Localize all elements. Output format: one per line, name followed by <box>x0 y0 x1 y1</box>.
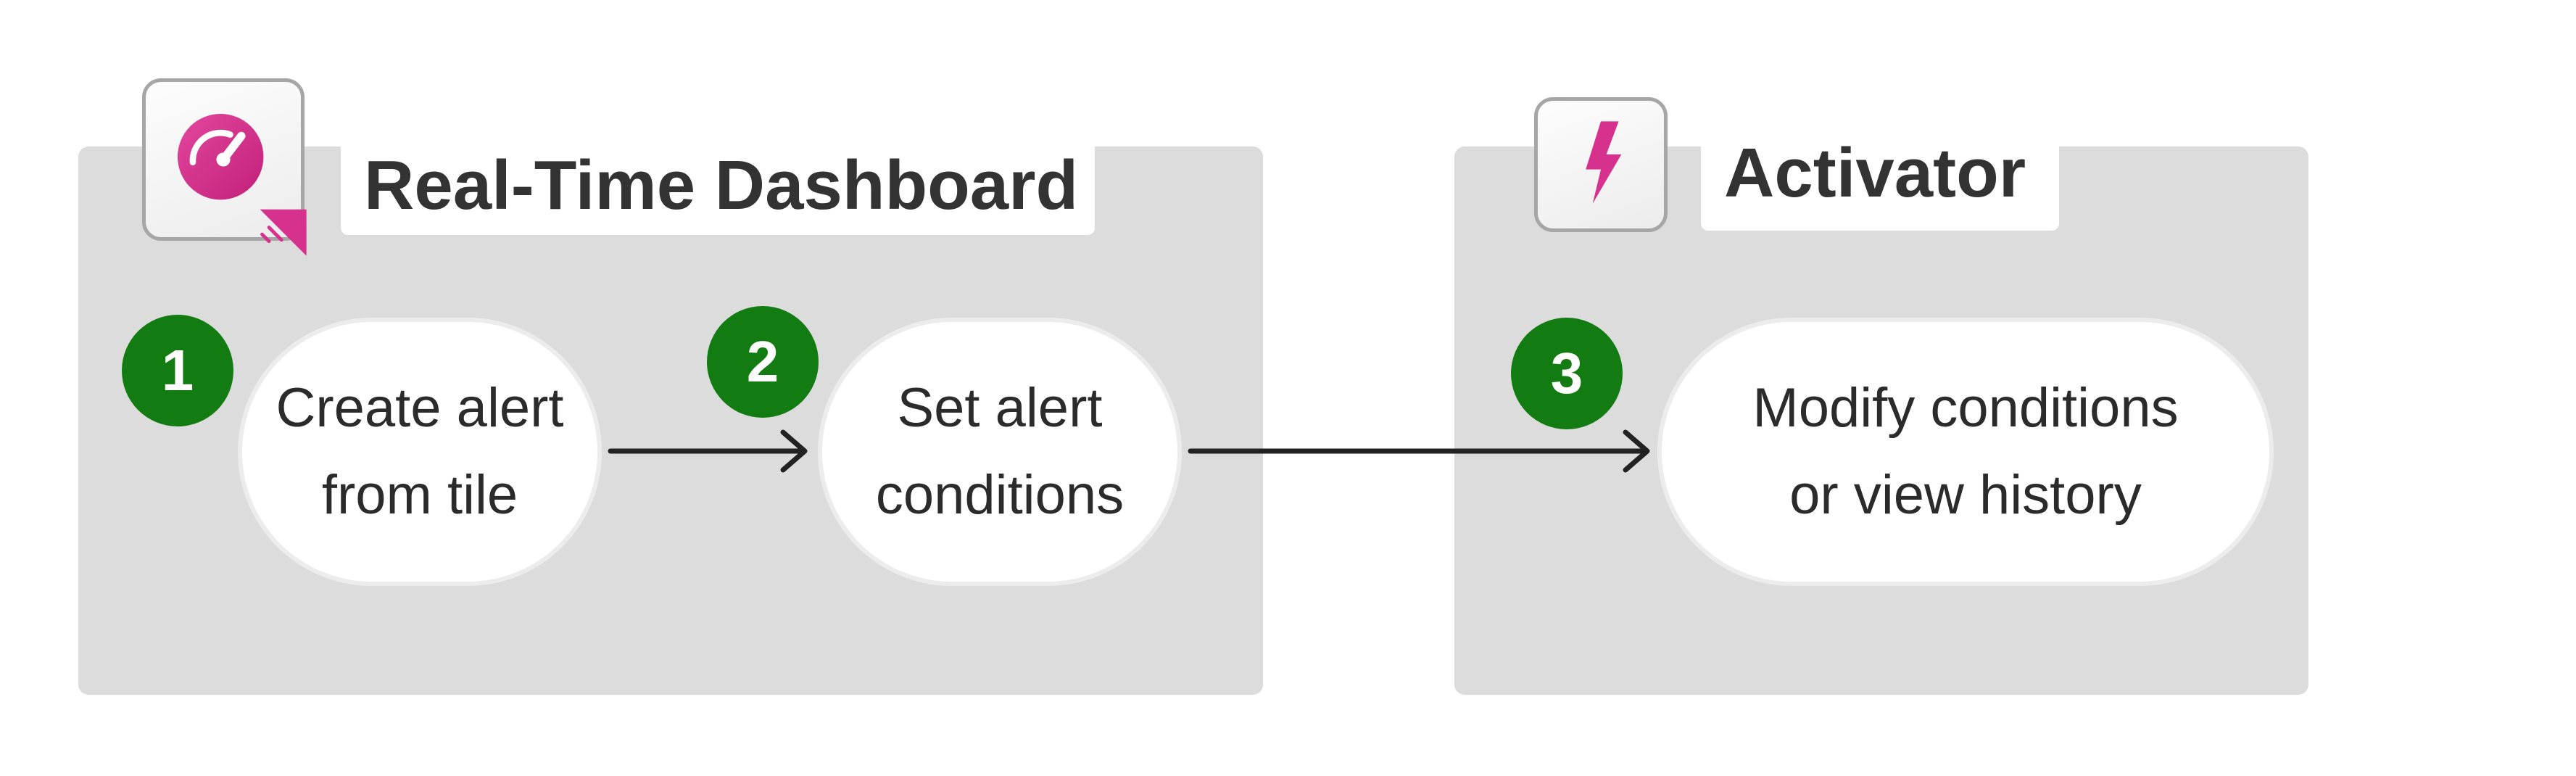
activator-title: Activator <box>1701 116 2059 231</box>
step-1-line-1: Create alert <box>276 377 564 439</box>
real-time-dashboard-title: Real-Time Dashboard <box>341 136 1095 235</box>
step-set-conditions: Set alert conditions <box>818 318 1182 586</box>
step-3-line-2: or view history <box>1789 464 2142 526</box>
step-2-line-2: conditions <box>875 464 1125 526</box>
step-2-line-1: Set alert <box>897 377 1103 439</box>
step-1-badge: 1 <box>122 315 233 426</box>
step-3-badge: 3 <box>1511 318 1623 429</box>
step-modify-conditions: Modify conditions or view history <box>1657 318 2274 586</box>
step-1-line-2: from tile <box>321 464 518 526</box>
gauge-dashboard-icon <box>142 78 307 256</box>
step-3-line-1: Modify conditions <box>1752 377 2179 439</box>
step-2-badge: 2 <box>707 306 819 418</box>
lightning-bolt-icon <box>1534 97 1668 232</box>
step-create-alert: Create alert from tile <box>238 318 602 586</box>
arrow-step2-to-step3 <box>1188 429 1650 473</box>
arrow-step1-to-step2 <box>608 429 808 473</box>
